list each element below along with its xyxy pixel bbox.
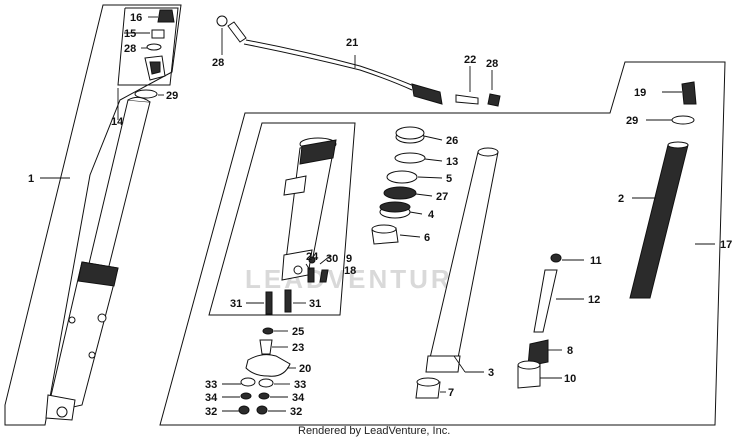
callout-20: 20	[299, 363, 311, 375]
brake-hose	[216, 15, 501, 107]
callout-29a: 29	[166, 90, 178, 102]
callout-8: 8	[567, 345, 573, 357]
callout-15: 15	[124, 28, 136, 40]
callout-23: 23	[292, 342, 304, 354]
callout-28a: 28	[124, 43, 136, 55]
callout-18: 18	[344, 265, 356, 277]
callout-27: 27	[436, 191, 448, 203]
callout-16: 16	[130, 12, 142, 24]
fork-assembly-outline	[4, 4, 182, 426]
callout-6: 6	[424, 232, 430, 244]
callout-21: 21	[346, 37, 358, 49]
callout-12: 12	[588, 294, 600, 306]
fork-assembly-outline-right	[159, 61, 726, 426]
callout-5: 5	[446, 173, 452, 185]
fork-spring	[629, 141, 689, 299]
bolt-30	[319, 269, 329, 283]
bolt-24	[307, 267, 315, 283]
callout-22: 22	[464, 54, 476, 66]
damper-rod	[517, 253, 562, 389]
pin-31a	[265, 291, 273, 315]
watermark: LEADVENTURE	[245, 264, 473, 294]
callout-17: 17	[720, 239, 732, 251]
callout-13: 13	[446, 156, 458, 168]
callout-24: 24	[306, 251, 319, 263]
callout-33b: 33	[294, 379, 306, 391]
callout-14: 14	[111, 116, 124, 128]
fork-tube-left	[45, 96, 151, 421]
callout-7: 7	[448, 387, 454, 399]
callout-4: 4	[428, 209, 435, 221]
callout-10: 10	[564, 373, 576, 385]
fork-cap-group	[134, 9, 175, 99]
right-slider	[281, 137, 337, 281]
callout-1: 1	[28, 173, 34, 185]
callout-28c: 28	[486, 58, 498, 70]
seal-stack	[371, 126, 426, 245]
callout-25: 25	[292, 326, 304, 338]
callout-31a: 31	[230, 298, 242, 310]
callout-32a: 32	[205, 406, 217, 418]
callout-9: 9	[346, 253, 352, 265]
callout-labels: 1 14 16 15 28 29 28 21 22 28 19 29 26 13…	[28, 12, 732, 418]
pin-31b	[284, 289, 292, 313]
callout-34b: 34	[292, 392, 305, 404]
callout-26: 26	[446, 135, 458, 147]
callout-19: 19	[634, 87, 646, 99]
callout-30: 30	[326, 253, 338, 265]
callout-34a: 34	[205, 392, 218, 404]
bracket-slider-box	[208, 122, 356, 316]
callout-33a: 33	[205, 379, 217, 391]
callout-3: 3	[488, 367, 494, 379]
bracket-14	[117, 7, 179, 86]
inner-tube-right	[415, 147, 499, 399]
callout-29b: 29	[626, 115, 638, 127]
callout-32b: 32	[290, 406, 302, 418]
callout-31b: 31	[309, 298, 321, 310]
fork-cap-19	[681, 81, 697, 105]
oring-29	[671, 115, 695, 125]
axle-holder-group	[238, 327, 291, 415]
footer-credit: Rendered by LeadVenture, Inc.	[298, 425, 450, 437]
callout-11: 11	[590, 255, 602, 267]
callout-2: 2	[618, 193, 624, 205]
callout-28b: 28	[212, 57, 224, 69]
